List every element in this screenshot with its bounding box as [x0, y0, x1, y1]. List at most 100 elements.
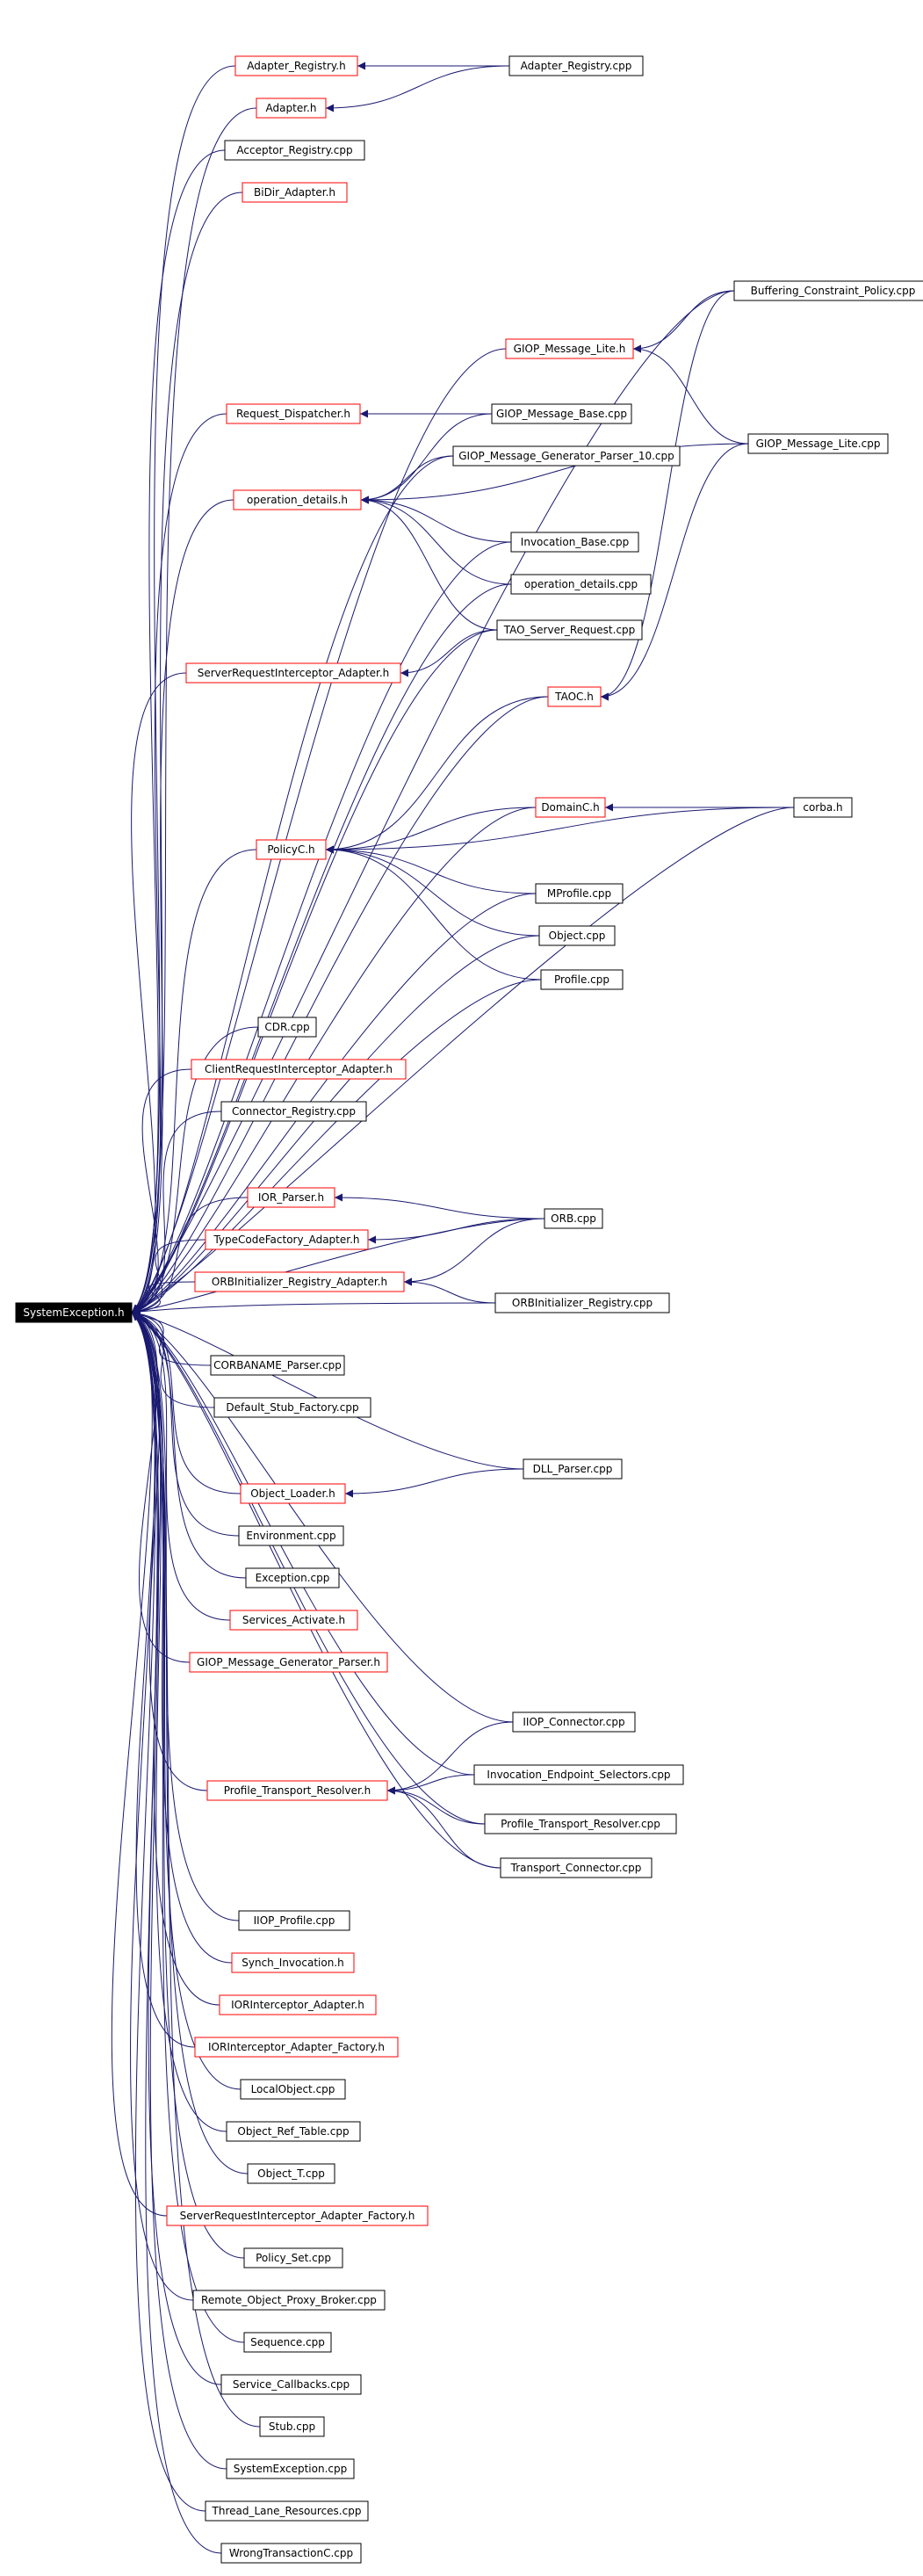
- node-ar_h[interactable]: Adapter_Registry.h: [234, 55, 358, 76]
- node-box: [733, 280, 923, 301]
- edge-od_cpp-to-root: [131, 583, 512, 1313]
- edge-taoc_h-to-policyc_h: [325, 696, 549, 854]
- node-bidir_h[interactable]: BiDir_Adapter.h: [242, 182, 348, 203]
- node-objt_cpp[interactable]: Object_T.cpp: [247, 2163, 335, 2184]
- node-env_cpp[interactable]: Environment.cpp: [238, 1525, 344, 1546]
- node-box: [192, 2290, 386, 2311]
- edge-objt_cpp-to-root: [131, 1312, 249, 2174]
- node-label: TAOC.h: [554, 691, 594, 703]
- node-label: BiDir_Adapter.h: [254, 186, 335, 199]
- node-label: GIOP_Message_Generator_Parser_10.cpp: [458, 450, 674, 462]
- node-orb_cpp[interactable]: ORB.cpp: [544, 1208, 603, 1229]
- node-od_cpp[interactable]: operation_details.cpp: [510, 574, 652, 595]
- edge-acc_cpp-to-root: [131, 149, 226, 1313]
- node-tlr_cpp[interactable]: Thread_Lane_Resources.cpp: [205, 2500, 369, 2522]
- node-ptr_cpp[interactable]: Profile_Transport_Resolver.cpp: [484, 1813, 677, 1834]
- node-rd_h[interactable]: Request_Dispatcher.h: [226, 403, 361, 424]
- edge-profile_cpp-to-policyc_h: [325, 845, 542, 980]
- node-cdr_cpp[interactable]: CDR.cpp: [257, 1017, 317, 1038]
- node-corba_h[interactable]: corba.h: [793, 797, 853, 818]
- node-box: [205, 2500, 369, 2522]
- node-bcp_cpp[interactable]: Buffering_Constraint_Policy.cpp: [733, 280, 923, 301]
- edge-tc_cpp-to-root: [131, 1312, 501, 1869]
- node-iora_h[interactable]: IORInterceptor_Adapter.h: [219, 1994, 377, 2015]
- node-label: Default_Stub_Factory.cpp: [226, 1401, 358, 1414]
- node-dsf_cpp[interactable]: Default_Stub_Factory.cpp: [213, 1397, 371, 1418]
- edge-policyc_h-to-root: [131, 849, 257, 1313]
- node-sa_h[interactable]: Services_Activate.h: [229, 1610, 358, 1631]
- node-od_h[interactable]: operation_details.h: [233, 489, 362, 510]
- node-ptr_h[interactable]: Profile_Transport_Resolver.h: [206, 1780, 388, 1801]
- node-iorafac_h[interactable]: IORInterceptor_Adapter_Factory.h: [194, 2037, 399, 2058]
- node-connreg_cpp[interactable]: Connector_Registry.cpp: [220, 1101, 367, 1122]
- node-label: Environment.cpp: [246, 1530, 335, 1542]
- node-box: [494, 1292, 670, 1313]
- node-gmgp10_cpp[interactable]: GIOP_Message_Generator_Parser_10.cpp: [452, 445, 681, 467]
- node-iiopc_cpp[interactable]: IIOP_Connector.cpp: [512, 1711, 636, 1733]
- node-dllp_cpp[interactable]: DLL_Parser.cpp: [523, 1458, 623, 1480]
- node-sriaf_h[interactable]: ServerRequestInterceptor_Adapter_Factory…: [166, 2205, 429, 2226]
- node-gml_h[interactable]: GIOP_Message_Lite.h: [505, 338, 634, 359]
- node-taoc_h[interactable]: TAOC.h: [547, 686, 602, 707]
- edge-tcfa_h-to-root: [131, 1239, 206, 1316]
- edge-si_h-to-root: [131, 1312, 233, 1964]
- node-domainc_h[interactable]: DomainC.h: [535, 797, 606, 818]
- node-box: [229, 1610, 358, 1631]
- edge-od_h-to-root: [131, 499, 234, 1313]
- node-ies_cpp[interactable]: Invocation_Endpoint_Selectors.cpp: [473, 1764, 684, 1785]
- node-ib_cpp[interactable]: Invocation_Base.cpp: [510, 532, 639, 553]
- node-gmgp_h[interactable]: GIOP_Message_Generator_Parser.h: [189, 1652, 388, 1673]
- node-iiopp_cpp[interactable]: IIOP_Profile.cpp: [238, 1910, 350, 1931]
- node-tcfa_h[interactable]: TypeCodeFactory_Adapter.h: [205, 1229, 369, 1250]
- node-tc_cpp[interactable]: Transport_Connector.cpp: [500, 1857, 653, 1878]
- node-root[interactable]: SystemException.h: [15, 1302, 133, 1323]
- node-se_cpp[interactable]: SystemException.cpp: [226, 2458, 355, 2479]
- node-box: [243, 2332, 332, 2353]
- edge-tlr_cpp-to-root: [131, 1312, 206, 2512]
- node-ol_h[interactable]: Object_Loader.h: [240, 1483, 346, 1504]
- node-gmb_cpp[interactable]: GIOP_Message_Base.cpp: [491, 403, 632, 424]
- node-ps_cpp[interactable]: Policy_Set.cpp: [243, 2247, 343, 2268]
- node-iorp_h[interactable]: IOR_Parser.h: [247, 1187, 335, 1208]
- node-stub_cpp[interactable]: Stub.cpp: [259, 2416, 325, 2437]
- node-mprofile_cpp[interactable]: MProfile.cpp: [535, 883, 624, 904]
- node-box: [194, 2037, 399, 2058]
- node-gml_cpp[interactable]: GIOP_Message_Lite.cpp: [747, 433, 889, 454]
- node-wtc_cpp[interactable]: WrongTransactionC.cpp: [220, 2543, 362, 2564]
- node-ort_cpp[interactable]: Object_Ref_Table.cpp: [226, 2121, 361, 2142]
- edge-sa_h-to-root: [131, 1311, 231, 1621]
- node-orbir_cpp[interactable]: ORBInitializer_Registry.cpp: [494, 1292, 670, 1313]
- node-policyc_h[interactable]: PolicyC.h: [256, 839, 327, 860]
- node-box: [238, 1525, 344, 1546]
- edge-bcp_cpp-to-taoc_h: [600, 290, 735, 701]
- node-label: Buffering_Constraint_Policy.cpp: [751, 285, 916, 297]
- edge-dsf_cpp-to-root: [131, 1310, 215, 1408]
- node-lo_cpp[interactable]: LocalObject.cpp: [240, 2079, 346, 2100]
- node-sria_h[interactable]: ServerRequestInterceptor_Adapter.h: [185, 662, 401, 684]
- node-cnp_cpp[interactable]: CORBANAME_Parser.cpp: [210, 1355, 345, 1376]
- node-label: SystemException.cpp: [234, 2463, 347, 2475]
- node-acc_cpp[interactable]: Acceptor_Registry.cpp: [224, 140, 365, 161]
- node-si_h[interactable]: Synch_Invocation.h: [231, 1952, 355, 1973]
- node-profile_cpp[interactable]: Profile.cpp: [540, 969, 624, 990]
- edge-mprofile_cpp-to-root: [131, 893, 537, 1314]
- node-exc_cpp[interactable]: Exception.cpp: [245, 1567, 340, 1588]
- node-ropb_cpp[interactable]: Remote_Object_Proxy_Broker.cpp: [192, 2290, 386, 2311]
- edge-object_cpp-to-policyc_h: [325, 845, 540, 937]
- edge-layer: [111, 62, 795, 2554]
- node-box: [220, 2374, 362, 2395]
- edge-wtc_cpp-to-root: [131, 1312, 222, 2554]
- node-object_cpp[interactable]: Object.cpp: [538, 925, 616, 946]
- node-sc_cpp[interactable]: Service_Callbacks.cpp: [220, 2374, 362, 2395]
- node-adapter_h[interactable]: Adapter.h: [256, 98, 327, 119]
- node-box: [257, 1017, 317, 1038]
- node-ar_cpp[interactable]: Adapter_Registry.cpp: [508, 55, 644, 76]
- node-box: [210, 1355, 345, 1376]
- node-orbira_h[interactable]: ORBInitializer_Registry_Adapter.h: [194, 1271, 405, 1292]
- node-tsr_cpp[interactable]: TAO_Server_Request.cpp: [496, 619, 643, 640]
- node-cria_h[interactable]: ClientRequestInterceptor_Adapter.h: [191, 1059, 407, 1080]
- node-box: [226, 2121, 361, 2142]
- node-label: Invocation_Endpoint_Selectors.cpp: [487, 1769, 670, 1781]
- node-box: [538, 925, 616, 946]
- node-seq_cpp[interactable]: Sequence.cpp: [243, 2332, 332, 2353]
